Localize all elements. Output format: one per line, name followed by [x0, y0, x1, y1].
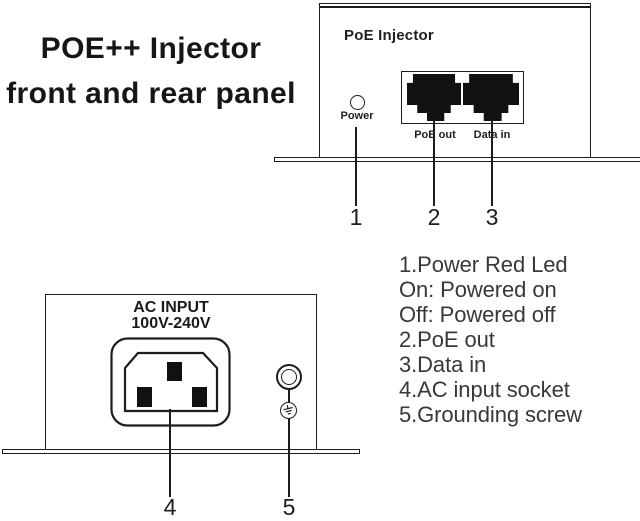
rj45-poe-out-icon	[407, 74, 461, 121]
front-panel-outline: PoE Injector	[319, 3, 591, 159]
callout-number-5: 5	[282, 494, 296, 520]
ac-input-label: AC INPUT 100V-240V	[100, 300, 242, 332]
front-panel-flange	[274, 157, 640, 162]
page-title-line1: POE++ Injector	[40, 32, 262, 65]
ac-inlet-socket-icon	[110, 337, 231, 427]
power-led-icon	[350, 95, 365, 110]
legend: 1.Power Red Led On: Powered on Off: Powe…	[399, 252, 582, 427]
earth-ground-symbol	[283, 405, 293, 415]
rear-panel-flange	[2, 449, 360, 454]
callout-line-5	[288, 389, 290, 497]
front-panel-top-edge	[320, 6, 590, 8]
callout-line-4	[169, 409, 171, 497]
legend-line-grounding: 5.Grounding screw	[399, 402, 582, 427]
page-title: POE++ Injector front and rear panel	[0, 26, 302, 116]
legend-line-on: On: Powered on	[399, 277, 557, 302]
callout-number-4: 4	[163, 494, 177, 520]
round-hole-icon	[276, 364, 302, 390]
legend-line-poe-out: 2.PoE out	[399, 327, 495, 352]
legend-line-power-led: 1.Power Red Led	[399, 252, 568, 277]
round-hole-inner	[281, 369, 297, 385]
poe-out-label: PoE out	[414, 129, 456, 141]
callout-number-1: 1	[349, 204, 363, 230]
ac-input-label-line1: AC INPUT	[133, 299, 209, 316]
page-title-line2: front and rear panel	[6, 77, 296, 110]
power-led-label: Power	[340, 110, 374, 122]
legend-line-ac-input: 4.AC input socket	[399, 377, 570, 402]
callout-number-2: 2	[427, 204, 441, 230]
rj45-port-bezel	[401, 71, 524, 124]
callout-line-2	[433, 119, 435, 206]
front-panel-label: PoE Injector	[344, 27, 434, 44]
callout-number-3: 3	[485, 204, 499, 230]
callout-line-1	[355, 127, 357, 206]
ac-input-label-line2: 100V-240V	[131, 315, 211, 332]
callout-line-3	[491, 119, 493, 206]
legend-line-off: Off: Powered off	[399, 302, 556, 327]
rj45-data-in-icon	[463, 74, 519, 121]
legend-line-data-in: 3.Data in	[399, 352, 487, 377]
grounding-screw-icon	[280, 402, 297, 419]
